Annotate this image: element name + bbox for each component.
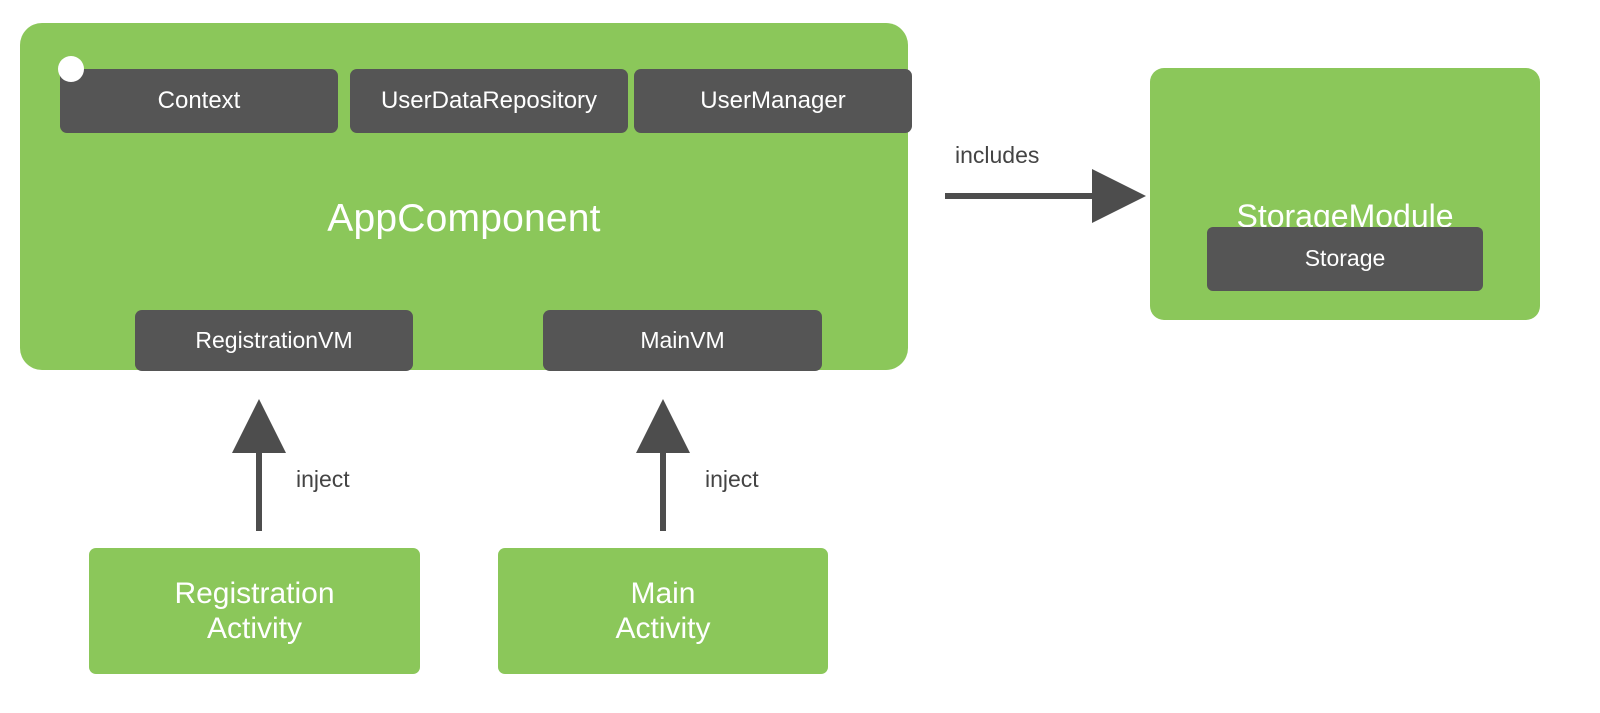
- dependency-chip-storage[interactable]: Storage: [1207, 227, 1483, 291]
- app-component-title: AppComponent: [327, 196, 601, 240]
- entry-point-dot-icon: [58, 56, 84, 82]
- activity-box-registration[interactable]: Registration Activity: [89, 548, 420, 674]
- edge-label-inject-registration: inject: [296, 466, 350, 492]
- activity-box-main[interactable]: Main Activity: [498, 548, 828, 674]
- dependency-chip-context[interactable]: Context: [60, 69, 338, 133]
- dependency-chip-userdatarepository[interactable]: UserDataRepository: [350, 69, 628, 133]
- edge-label-inject-main: inject: [705, 466, 759, 492]
- app-component-box[interactable]: Context UserDataRepository UserManager A…: [20, 23, 912, 371]
- viewmodel-chip-mainvm[interactable]: MainVM: [543, 310, 822, 371]
- viewmodel-chip-registrationvm[interactable]: RegistrationVM: [135, 310, 413, 371]
- dependency-chip-usermanager[interactable]: UserManager: [634, 69, 912, 133]
- storage-module-box[interactable]: StorageModule Storage: [1150, 68, 1540, 320]
- edge-label-includes: includes: [955, 142, 1040, 168]
